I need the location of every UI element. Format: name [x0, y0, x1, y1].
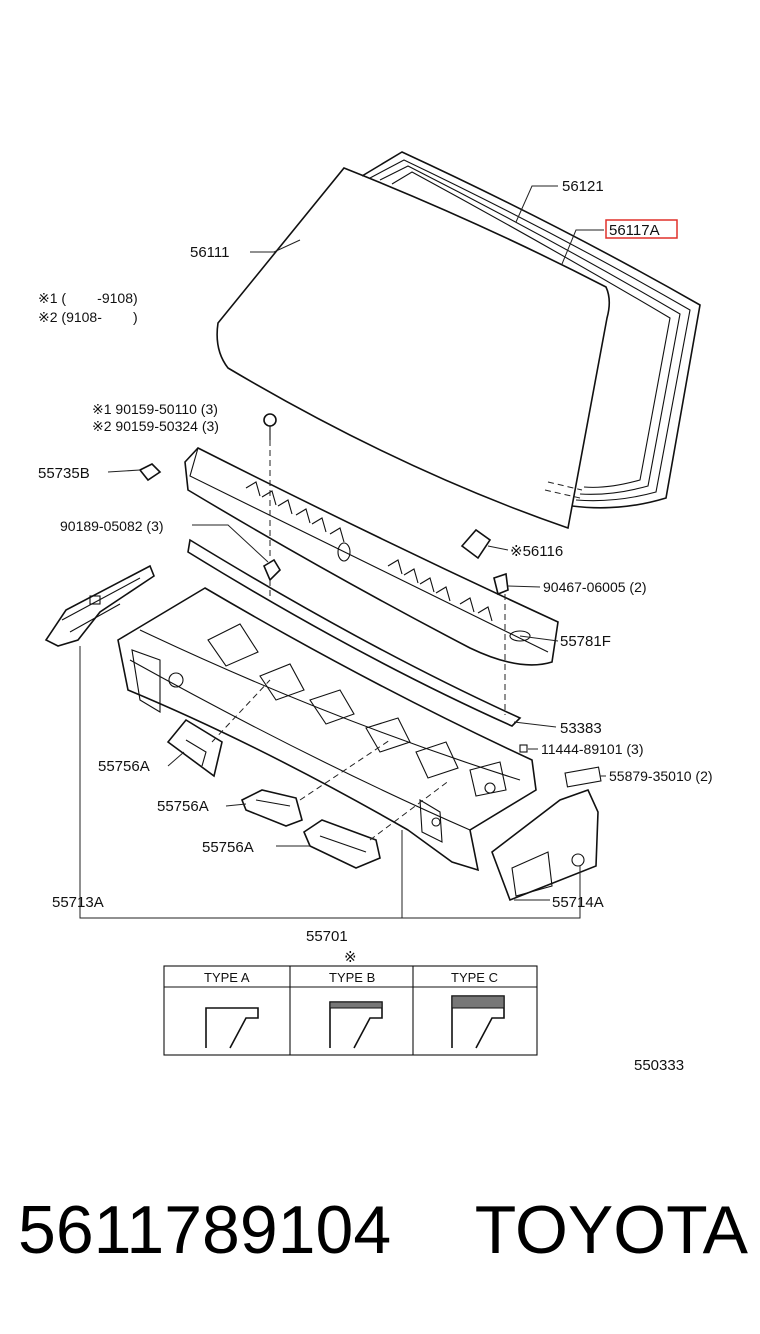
nut-11444: [519, 744, 528, 753]
label-bolt-1: ※1 90159-50110 (3): [92, 401, 218, 417]
label-90189: 90189-05082 (3): [60, 518, 164, 534]
label-55714a: 55714A: [552, 894, 604, 911]
windshield-glass: [216, 167, 611, 530]
note-1: ※1 ( -9108): [38, 290, 138, 306]
label-55756a-2: 55756A: [157, 798, 209, 815]
hose-55879: [564, 766, 602, 788]
clip-90467: [493, 572, 509, 596]
leader-lines: [79, 185, 606, 919]
bolt-upper: [263, 413, 277, 440]
label-55735b: 55735B: [38, 465, 90, 482]
label-56121: 56121: [562, 178, 604, 195]
clip-55735b: [138, 463, 162, 482]
label-56111: 56111: [190, 244, 230, 261]
label-55756a-1: 55756A: [98, 758, 150, 775]
label-bolt-2: ※2 90159-50324 (3): [92, 418, 219, 434]
label-55781f: 55781F: [560, 633, 611, 650]
filter-1: [166, 718, 223, 778]
type-table: ※ TYPE A TYPE B TYPE C: [163, 949, 538, 1056]
filter-3: [303, 819, 381, 869]
assembly-dashes: [211, 440, 506, 841]
clip-90189: [262, 558, 282, 582]
label-55756a-3: 55756A: [202, 839, 254, 856]
note-2: ※2 (9108- ): [38, 309, 138, 325]
parts-diagram: 56121 56117A 56111 ※1 ( -9108) ※2 (9108-…: [38, 151, 713, 1074]
cowl-panel: [117, 587, 537, 872]
caption-bar: 5611789104 TOYOTA: [18, 1190, 748, 1280]
cowl-side-left: [44, 564, 155, 647]
label-55879: 55879-35010 (2): [609, 768, 713, 784]
type-c-heading: TYPE C: [451, 970, 498, 985]
bracket-56116: [460, 528, 492, 560]
diagram-code: 550333: [634, 1057, 684, 1074]
label-56117a: 56117A: [609, 222, 660, 239]
label-90467: 90467-06005 (2): [543, 579, 647, 595]
highlight-box: [605, 219, 678, 239]
label-55701: 55701: [306, 928, 348, 945]
label-11444: 11444-89101 (3): [541, 741, 643, 757]
type-a-heading: TYPE A: [204, 970, 250, 985]
label-56116: ※56116: [510, 543, 563, 560]
part-number: 5611789104: [18, 1192, 392, 1268]
windshield-molding: [361, 151, 701, 509]
type-b-heading: TYPE B: [329, 970, 375, 985]
type-note-mark: ※: [344, 949, 357, 966]
label-53383: 53383: [560, 720, 602, 737]
weatherstrip: [187, 538, 522, 727]
brand-name: TOYOTA: [474, 1192, 748, 1268]
filter-2: [240, 789, 303, 827]
cowl-louver: [184, 447, 559, 666]
cowl-side-right: [491, 788, 599, 902]
label-55713a: 55713A: [52, 894, 104, 911]
